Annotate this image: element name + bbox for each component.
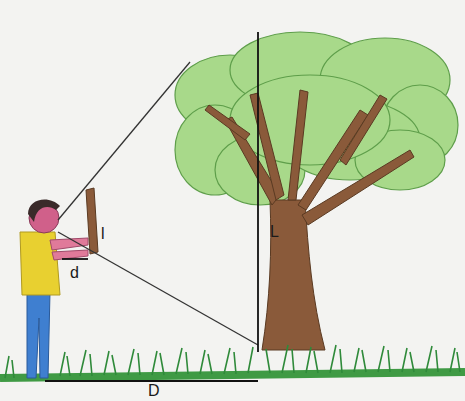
person <box>20 188 98 378</box>
stick-length-label: l <box>101 226 105 242</box>
tree-height-label: L <box>270 224 279 240</box>
sight-lines <box>45 32 258 381</box>
tree-trunk <box>205 90 414 350</box>
measuring-stick <box>86 188 98 254</box>
eye-distance-label: d <box>70 265 79 281</box>
ground-distance-label: D <box>148 383 160 399</box>
grass <box>0 345 465 378</box>
